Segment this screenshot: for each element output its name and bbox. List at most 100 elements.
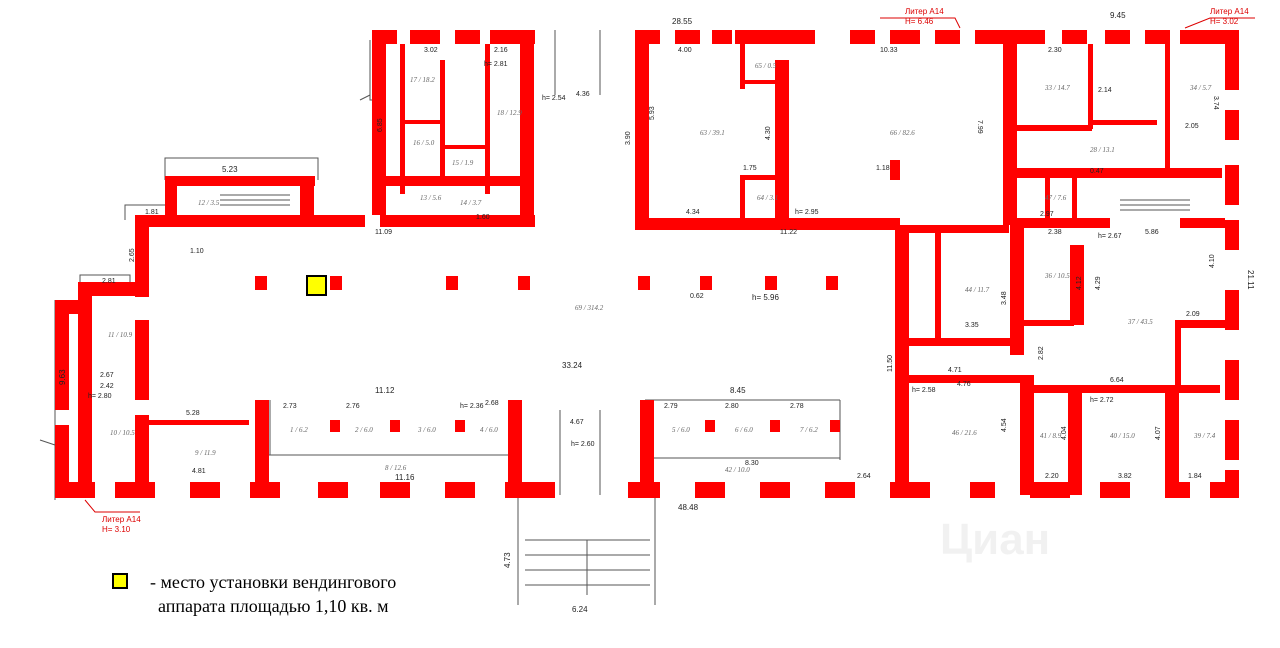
vending-marker <box>306 275 327 296</box>
dim-h-2-58: h= 2.58 <box>912 387 936 394</box>
dim-3-74: 3.74 <box>1212 96 1219 110</box>
dim-21-11: 21.11 <box>1246 270 1255 290</box>
dim-h-2-81: h= 2.81 <box>484 61 508 68</box>
liter-label-1-h: H= 6.46 <box>905 17 934 26</box>
dim-5-93: 5.93 <box>649 106 656 120</box>
room-66: 66 / 82.6 <box>890 129 915 137</box>
dim-4-81: 4.81 <box>192 468 206 475</box>
dim-2-97: 2.97 <box>1040 211 1054 218</box>
dim-h-2-95: h= 2.95 <box>795 209 819 216</box>
dim-1-84: 1.84 <box>1188 473 1202 480</box>
room-corridor-a: 8 / 12.6 <box>385 464 407 472</box>
room-labels: 69 / 314.2 17 / 18.2 18 / 12.9 16 / 5.0 … <box>108 62 1216 474</box>
dim-4-29: 4.29 <box>1095 276 1102 290</box>
dim-5-28: 5.28 <box>186 410 200 417</box>
liter-label-1-name: Литер А14 <box>905 7 944 16</box>
room-46: 46 / 21.6 <box>952 429 977 437</box>
dim-48-48: 48.48 <box>678 503 699 512</box>
dim-2-09: 2.09 <box>1186 311 1200 318</box>
room-40: 40 / 15.0 <box>1110 432 1135 440</box>
dim-2-64: 2.64 <box>857 473 871 480</box>
room-47: 47 / 7.6 <box>1045 194 1067 202</box>
dim-4-30: 4.30 <box>765 126 772 140</box>
room-6: 6 / 6.0 <box>735 426 753 434</box>
dim-2-30: 2.30 <box>1048 47 1062 54</box>
dim-2-16: 2.16 <box>494 47 508 54</box>
dim-9-63: 9.63 <box>58 369 67 385</box>
room-14: 14 / 3.7 <box>460 199 482 207</box>
dim-h-2-36: h= 2.36 <box>460 403 484 410</box>
dim-3-82: 3.82 <box>1118 473 1132 480</box>
dim-2-38: 2.38 <box>1048 229 1062 236</box>
dim-2-76: 2.76 <box>346 403 360 410</box>
dim-3-02: 3.02 <box>424 47 438 54</box>
dim-1-60: 1.60 <box>476 214 490 221</box>
dim-11-16: 11.16 <box>395 473 415 482</box>
room-63: 63 / 39.1 <box>700 129 725 137</box>
room-44: 44 / 11.7 <box>965 286 990 294</box>
dim-4-12: 4.12 <box>1076 276 1083 290</box>
dim-7-99: 7.99 <box>976 120 983 134</box>
dim-11-12: 11.12 <box>375 386 395 395</box>
dim-2-78: 2.78 <box>790 403 804 410</box>
dim-1-10: 1.10 <box>190 248 204 255</box>
dim-2-67: 2.67 <box>100 372 114 379</box>
dim-33-24: 33.24 <box>562 361 583 370</box>
room-18: 18 / 12.9 <box>497 109 522 117</box>
room-7: 7 / 6.2 <box>800 426 818 434</box>
dim-4-76: 4.76 <box>957 381 971 388</box>
room-34: 34 / 5.7 <box>1189 84 1212 92</box>
room-17: 17 / 18.2 <box>410 76 435 84</box>
dim-h-2-54: h= 2.54 <box>542 95 566 102</box>
dim-2-73: 2.73 <box>283 403 297 410</box>
dim-h-2-72: h= 2.72 <box>1090 397 1114 404</box>
liter-label-3-h: H= 3.10 <box>102 525 131 534</box>
dim-2-81: 2.81 <box>102 278 116 285</box>
walls <box>55 30 1239 498</box>
dim-8-45: 8.45 <box>730 386 746 395</box>
dim-hall-h: h= 5.96 <box>752 293 779 302</box>
dim-4-07: 4.07 <box>1155 426 1162 440</box>
dim-10-33: 10.33 <box>880 47 898 54</box>
room-4: 4 / 6.0 <box>480 426 498 434</box>
room-28: 28 / 13.1 <box>1090 146 1115 154</box>
room-hall: 69 / 314.2 <box>575 304 604 312</box>
dim-h-2-60: h= 2.60 <box>571 441 595 448</box>
dim-11-22: 11.22 <box>780 229 797 236</box>
room-5: 5 / 6.0 <box>672 426 690 434</box>
dim-0-62: 0.62 <box>690 293 704 300</box>
dim-2-14: 2.14 <box>1098 87 1112 94</box>
room-2: 2 / 6.0 <box>355 426 373 434</box>
dim-11-50: 11.50 <box>887 355 894 372</box>
dim-4-36: 4.36 <box>576 91 590 98</box>
dim-4-00: 4.00 <box>678 47 692 54</box>
dim-2-82: 2.82 <box>1038 346 1045 360</box>
dim-4-04: 4.04 <box>1061 426 1068 440</box>
dim-8-30: 8.30 <box>745 460 759 467</box>
room-11: 11 / 10.9 <box>108 331 133 339</box>
room-3: 3 / 6.0 <box>417 426 436 434</box>
dim-11-09: 11.09 <box>375 229 392 236</box>
dim-6-64: 6.64 <box>1110 377 1124 384</box>
dim-2-20: 2.20 <box>1045 473 1059 480</box>
room-36: 36 / 10.5 <box>1044 272 1070 280</box>
room-16: 16 / 5.0 <box>413 139 435 147</box>
legend-line-2: аппарата площадью 1,10 кв. м <box>158 596 389 616</box>
dim-5-86: 5.86 <box>1145 229 1159 236</box>
room-1: 1 / 6.2 <box>290 426 308 434</box>
dim-1-81: 1.81 <box>145 209 159 216</box>
dim-h-2-80: h= 2.80 <box>88 393 112 400</box>
dim-6-85: 6.85 <box>377 118 384 132</box>
dim-4-67: 4.67 <box>570 419 584 426</box>
dim-5-23: 5.23 <box>222 165 238 174</box>
dim-2-79: 2.79 <box>664 403 678 410</box>
liter-label-2-h: H= 3.02 <box>1210 17 1239 26</box>
dim-4-10: 4.10 <box>1209 254 1216 268</box>
liter-label-3-name: Литер А14 <box>102 515 141 524</box>
room-10: 10 / 10.5 <box>110 429 135 437</box>
dim-3-35: 3.35 <box>965 322 979 329</box>
room-33: 33 / 14.7 <box>1044 84 1070 92</box>
dim-4-73: 4.73 <box>503 552 512 568</box>
legend-line-1: - место установки вендингового <box>150 572 397 592</box>
